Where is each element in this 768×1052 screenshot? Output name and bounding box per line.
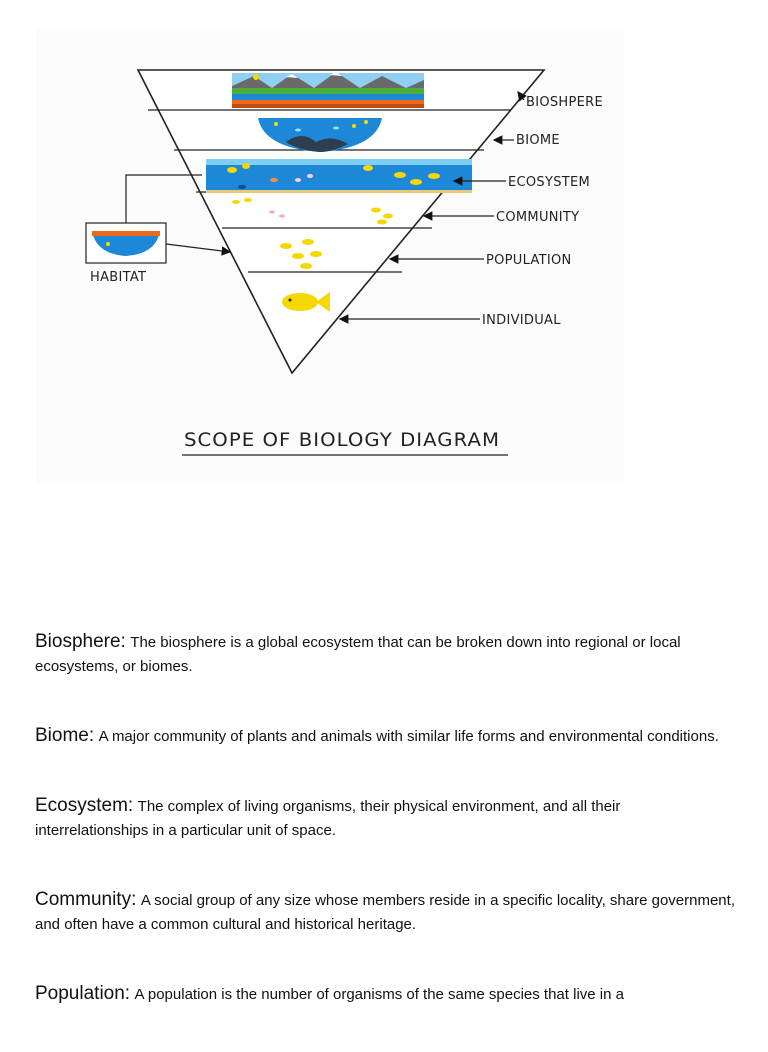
desc-community: A social group of any size whose members… — [35, 892, 735, 933]
label-population: POPULATION — [486, 253, 572, 268]
diagram-title: SCOPE OF BIOLOGY DIAGRAM — [184, 429, 500, 451]
term-ecosystem: Ecosystem: — [35, 795, 133, 816]
habitat-bracket-line — [126, 175, 202, 223]
definition-biome: Biome: A major community of plants and a… — [35, 724, 735, 749]
diagram-panel: BIOSHPERE BIOME ECOSYSTEM COMMUNITY POPU… — [36, 30, 624, 482]
biology-scope-diagram: BIOSHPERE BIOME ECOSYSTEM COMMUNITY POPU… — [36, 30, 624, 482]
label-habitat: HABITAT — [90, 270, 146, 285]
ecosystem-underwater-image — [206, 159, 472, 193]
habitat-box — [86, 223, 166, 263]
definition-biosphere: Biosphere: The biosphere is a global eco… — [35, 630, 735, 679]
term-population: Population: — [35, 983, 130, 1004]
definition-ecosystem: Ecosystem: The complex of living organis… — [35, 794, 735, 843]
definitions-list: Biosphere: The biosphere is a global eco… — [35, 630, 735, 1052]
label-ecosystem: ECOSYSTEM — [508, 175, 590, 190]
habitat-arrow — [166, 244, 230, 252]
term-biosphere: Biosphere: — [35, 631, 126, 652]
term-community: Community: — [35, 889, 136, 910]
term-biome: Biome: — [35, 725, 94, 746]
biosphere-landscape-image — [232, 72, 424, 108]
desc-biome: A major community of plants and animals … — [99, 728, 719, 745]
definition-population: Population: A population is the number o… — [35, 982, 735, 1007]
desc-population: A population is the number of organisms … — [135, 986, 624, 1003]
label-individual: INDIVIDUAL — [482, 313, 561, 328]
desc-biosphere: The biosphere is a global ecosystem that… — [35, 634, 681, 675]
label-biosphere: BIOSHPERE — [526, 95, 603, 110]
label-community: COMMUNITY — [496, 210, 579, 225]
definition-community: Community: A social group of any size wh… — [35, 888, 735, 937]
label-biome: BIOME — [516, 133, 560, 148]
